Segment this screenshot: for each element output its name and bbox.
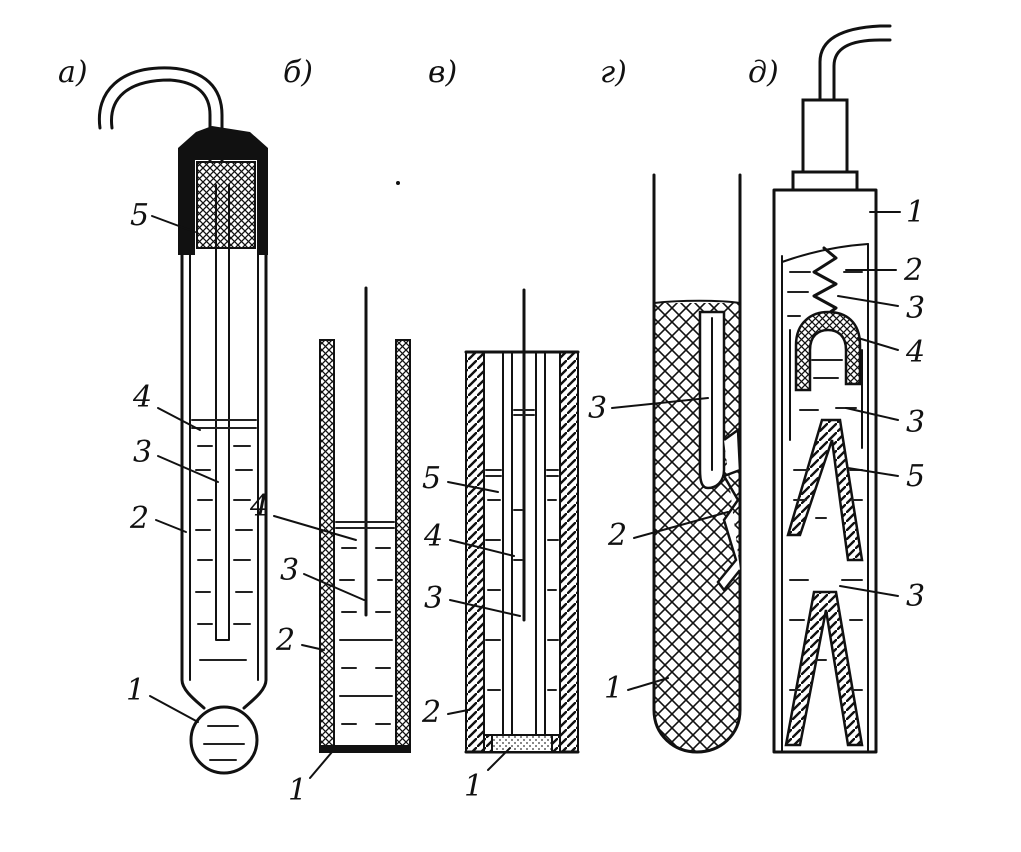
tube-walls-d bbox=[781, 243, 869, 753]
liquid-top-d bbox=[781, 243, 869, 263]
cable-d-inner bbox=[832, 38, 892, 102]
panel-label-g: г) bbox=[600, 55, 627, 90]
callout-a1: 1 bbox=[126, 673, 145, 708]
inner-walls-b bbox=[333, 339, 397, 746]
callout-v3: 3 bbox=[424, 581, 443, 616]
callout-b1: 1 bbox=[288, 773, 307, 808]
callout-line-a5 bbox=[151, 215, 196, 233]
callout-line-g3 bbox=[611, 397, 709, 409]
wall-left-v bbox=[465, 351, 485, 753]
callout-a2: 2 bbox=[129, 501, 149, 536]
lead-wire-a-inner bbox=[110, 78, 212, 187]
callout-a4: 4 bbox=[132, 380, 152, 415]
callout-d4: 4 bbox=[905, 335, 925, 370]
glass-bulb-a bbox=[189, 705, 259, 775]
callout-line-d4 bbox=[857, 337, 899, 351]
callout-line-a3 bbox=[157, 455, 219, 483]
callout-d3b: 3 bbox=[906, 405, 925, 440]
callout-line-a4 bbox=[157, 407, 201, 431]
callout-g3: 3 bbox=[588, 391, 607, 426]
tube-right-a bbox=[242, 253, 268, 710]
callout-line-b3 bbox=[303, 573, 365, 601]
tube-left-a bbox=[180, 253, 206, 710]
callout-b3: 3 bbox=[280, 553, 299, 588]
speck bbox=[396, 181, 400, 185]
callout-v5: 5 bbox=[422, 461, 441, 496]
callout-line-a1 bbox=[149, 695, 199, 723]
callout-line-v3 bbox=[449, 599, 521, 617]
callout-line-v2 bbox=[447, 709, 469, 715]
callout-line-v1 bbox=[487, 747, 511, 771]
electrode-g: 3 2 1 bbox=[588, 173, 742, 754]
callout-d2: 2 bbox=[903, 253, 923, 288]
wall-left-b bbox=[319, 339, 335, 753]
contact-cap-d bbox=[794, 310, 862, 392]
callout-line-d3a bbox=[837, 295, 899, 307]
electrode-v: 5 4 3 2 1 bbox=[421, 288, 580, 804]
callout-line-g1 bbox=[627, 677, 669, 691]
plug-a bbox=[196, 161, 256, 249]
callout-line-v5 bbox=[447, 481, 499, 493]
callout-line-d3c bbox=[839, 585, 899, 597]
callout-line-g2 bbox=[633, 511, 729, 539]
inner-electrode-a bbox=[215, 184, 230, 641]
cable-d bbox=[818, 24, 892, 102]
inner-tube-v bbox=[502, 351, 546, 736]
solution-v bbox=[485, 409, 559, 691]
solution-d bbox=[787, 271, 863, 691]
callout-a3: 3 bbox=[133, 435, 152, 470]
callout-b2: 2 bbox=[275, 623, 295, 658]
callout-line-v4 bbox=[449, 539, 515, 557]
callout-line-d5 bbox=[847, 467, 899, 477]
panel-label-a: а) bbox=[58, 55, 88, 90]
cap-a bbox=[178, 126, 268, 255]
panel-label-v: в) bbox=[428, 55, 457, 90]
panel-label-d: д) bbox=[748, 55, 779, 90]
paste-top-g bbox=[653, 299, 741, 304]
electrode-d: 1 2 3 4 3 5 3 bbox=[772, 24, 925, 754]
wall-right-v bbox=[559, 351, 579, 753]
porous-plug-v bbox=[491, 734, 553, 753]
electrode-b: 4 3 2 1 bbox=[249, 286, 411, 808]
collar-d bbox=[791, 170, 859, 192]
callout-d1: 1 bbox=[906, 195, 925, 230]
tube-g bbox=[652, 173, 742, 754]
solution-b bbox=[335, 521, 395, 725]
tube-d bbox=[772, 188, 878, 754]
wall-right-b bbox=[395, 339, 411, 753]
callout-a5: 5 bbox=[130, 198, 149, 233]
panel-label-b: б) bbox=[283, 55, 313, 90]
callout-g2: 2 bbox=[607, 518, 627, 553]
callout-line-b2 bbox=[301, 644, 325, 651]
membrane-b bbox=[320, 745, 410, 753]
channel-g bbox=[716, 427, 742, 593]
callout-d5: 5 bbox=[906, 459, 925, 494]
callout-line-b4 bbox=[273, 515, 357, 541]
callout-line-d3b bbox=[845, 407, 899, 421]
lead-wire-a bbox=[97, 66, 224, 187]
callout-d3a: 3 bbox=[906, 291, 925, 326]
callout-d3c: 3 bbox=[906, 579, 925, 614]
connector-d bbox=[801, 98, 849, 174]
callout-line-b1 bbox=[309, 751, 333, 779]
callout-v4: 4 bbox=[423, 519, 443, 554]
compartment-d bbox=[789, 329, 863, 449]
callout-b4: 4 bbox=[249, 489, 269, 524]
callout-v1: 1 bbox=[464, 769, 483, 804]
callout-line-a2 bbox=[155, 519, 187, 533]
upper-cone-d bbox=[786, 418, 864, 562]
solution-a bbox=[191, 419, 257, 761]
spring-d bbox=[812, 246, 838, 320]
glass-electrode-a: 5 4 3 2 1 bbox=[97, 66, 268, 775]
callout-g1: 1 bbox=[604, 671, 623, 706]
lower-cone-d bbox=[784, 590, 864, 747]
callout-v2: 2 bbox=[421, 695, 441, 730]
